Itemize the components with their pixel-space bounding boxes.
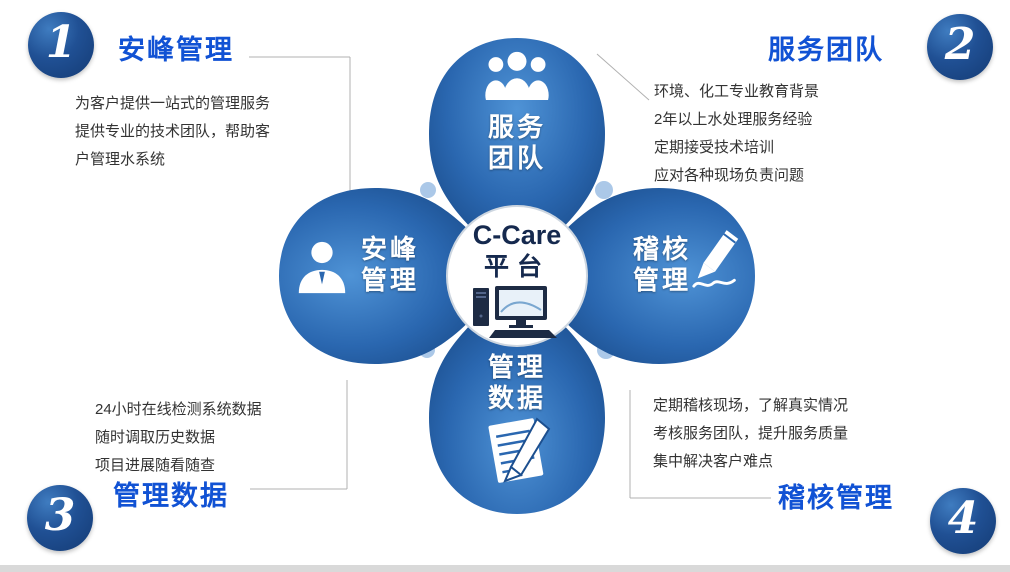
center-platform-label: C-Care 平台 <box>437 220 597 282</box>
badge-1: 1 <box>28 12 94 78</box>
petal-left-label: 安峰 管理 <box>360 234 419 295</box>
petal-left <box>279 188 517 364</box>
heading-top-right: 服务团队 <box>768 35 884 65</box>
connector-lines <box>249 53 771 499</box>
bottom-divider-strip <box>0 565 1010 572</box>
petal-right-label: 稽核 管理 <box>632 234 691 295</box>
person-icon <box>293 238 351 294</box>
center-title: C-Care <box>472 220 562 250</box>
paragraph-top-right: 环境、化工专业教育背景 2年以上水处理服务经验 定期接受技术培训 应对各种现场负… <box>654 83 820 184</box>
petal-bottom-label: 管理 数据 <box>487 352 546 413</box>
badge-4: 4 <box>930 488 996 554</box>
team-icon <box>479 48 555 100</box>
document-pen-icon <box>477 412 561 490</box>
center-subtitle: 平台 <box>483 253 550 281</box>
badge-4-number: 4 <box>947 493 979 544</box>
badge-3: 3 <box>27 485 93 551</box>
computer-icon <box>471 286 563 338</box>
heading-top-left: 安峰管理 <box>118 35 234 65</box>
badge-2-number: 2 <box>944 19 976 70</box>
heading-bottom-right: 稽核管理 <box>778 483 894 513</box>
petal-right <box>517 188 755 364</box>
petal-top-label: 服务 团队 <box>487 112 546 173</box>
petal-top <box>429 38 605 276</box>
paragraph-top-left: 为客户提供一站式的管理服务 提供专业的技术团队，帮助客 户管理水系统 <box>75 95 271 168</box>
petal-bottom <box>429 276 605 514</box>
badge-3-number: 3 <box>44 490 76 541</box>
paragraph-bottom-right: 定期稽核现场，了解真实情况 考核服务团队，提升服务质量 集中解决客户难点 <box>653 397 849 470</box>
pencil-icon <box>690 228 744 294</box>
badge-1-number: 1 <box>45 17 77 68</box>
heading-bottom-left: 管理数据 <box>113 481 229 511</box>
badge-2: 2 <box>927 14 993 80</box>
paragraph-bottom-left: 24小时在线检测系统数据 随时调取历史数据 项目进展随看随查 <box>95 401 262 474</box>
